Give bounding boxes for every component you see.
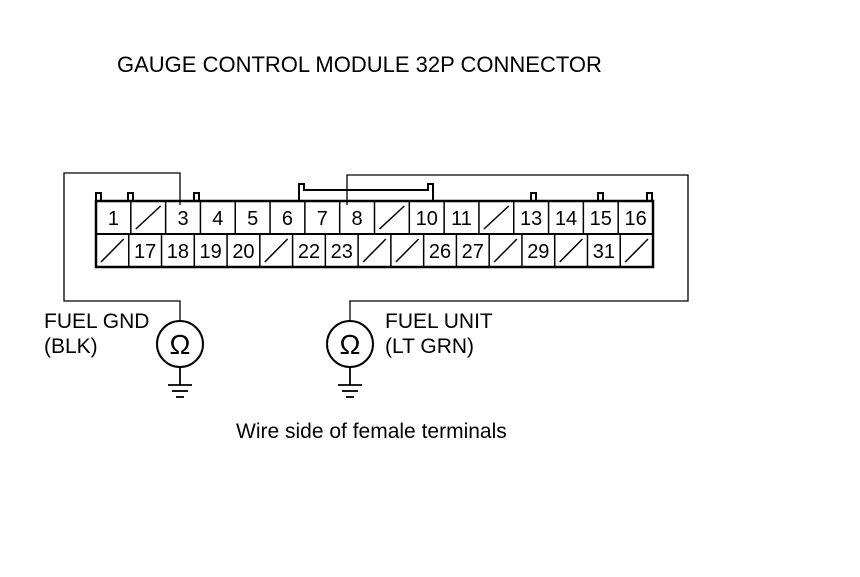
connector-bottom-row: 17 18 19 20 22 23 26 27 29 31: [100, 234, 649, 267]
terminal-11: 11: [451, 208, 472, 230]
ohmmeter-fuel-unit: Ω: [326, 320, 374, 398]
ohm-symbol: Ω: [170, 329, 191, 360]
terminal-1: 1: [108, 208, 119, 230]
fuel-gnd-label: FUEL GND: [44, 310, 149, 333]
terminal-17: 17: [134, 241, 156, 263]
terminal-4: 4: [212, 208, 223, 230]
terminal-26: 26: [429, 241, 451, 263]
terminal-13: 13: [520, 208, 542, 230]
terminal-8: 8: [352, 208, 363, 230]
terminal-27: 27: [462, 241, 484, 263]
terminal-29: 29: [527, 241, 549, 263]
unused-cavity: [624, 238, 649, 263]
ohmmeter-fuel-gnd: Ω: [156, 320, 204, 398]
diagram-title: GAUGE CONTROL MODULE 32P CONNECTOR: [117, 52, 602, 77]
terminal-22: 22: [298, 241, 320, 263]
terminal-14: 14: [555, 208, 577, 230]
terminal-16: 16: [624, 208, 646, 230]
fuel-unit-wire: [346, 174, 689, 321]
unused-cavity: [483, 205, 510, 230]
terminal-23: 23: [331, 241, 353, 263]
terminal-31: 31: [593, 241, 615, 263]
fuel-gnd-wire: [63, 172, 181, 321]
fuel-unit-wire-color: (LT GRN): [385, 335, 474, 358]
unused-cavity: [100, 238, 125, 263]
terminal-6: 6: [282, 208, 293, 230]
unused-cavity: [395, 238, 420, 263]
caption: Wire side of female terminals: [236, 420, 507, 443]
terminal-20: 20: [232, 241, 254, 263]
terminal-18: 18: [167, 241, 189, 263]
terminal-19: 19: [200, 241, 222, 263]
fuel-unit-label: FUEL UNIT: [385, 310, 493, 333]
probe-wires: [63, 172, 689, 321]
unused-cavity: [135, 205, 162, 230]
unused-cavity: [264, 238, 289, 263]
terminal-7: 7: [317, 208, 328, 230]
ohm-symbol: Ω: [340, 329, 361, 360]
ground-icon: [338, 367, 362, 398]
terminal-5: 5: [247, 208, 258, 230]
unused-cavity: [362, 238, 387, 263]
ground-icon: [168, 367, 192, 398]
terminal-15: 15: [590, 208, 612, 230]
terminal-3: 3: [177, 208, 188, 230]
fuel-gnd-wire-color: (BLK): [44, 335, 98, 358]
terminal-10: 10: [416, 208, 438, 230]
unused-cavity: [559, 238, 584, 263]
unused-cavity: [493, 238, 518, 263]
unused-cavity: [378, 205, 405, 230]
